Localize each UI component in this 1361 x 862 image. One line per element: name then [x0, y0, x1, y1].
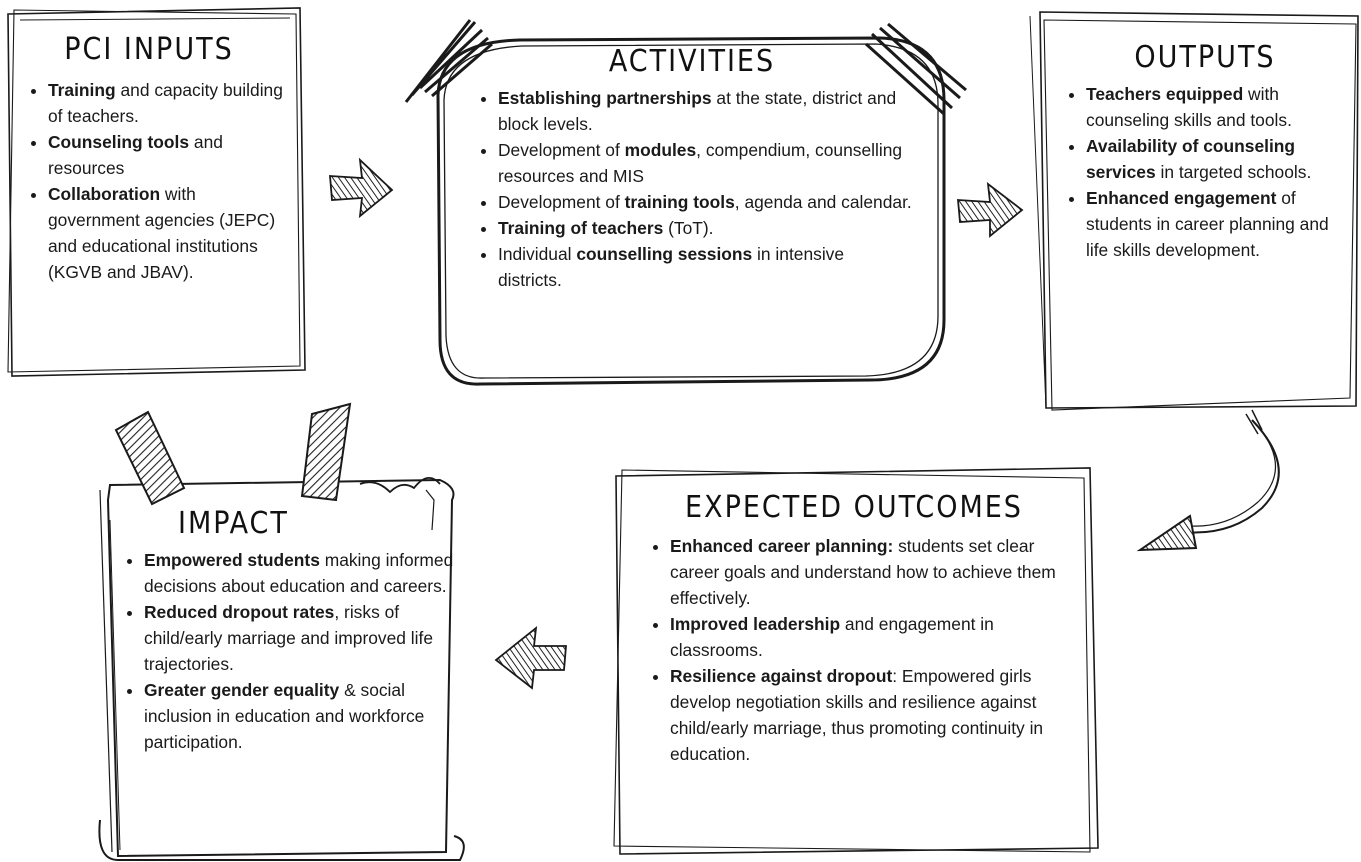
activities-scribbles	[404, 19, 967, 116]
inputs-list: Training and capacity building of teache…	[22, 77, 292, 285]
impact-box: IMPACT Empowered students making informe…	[118, 506, 456, 755]
list-item: Enhanced engagement of students in caree…	[1086, 185, 1350, 263]
outputs-title: OUTPUTS	[1134, 40, 1276, 75]
tape-right-icon	[300, 402, 352, 502]
list-item: Reduced dropout rates, risks of child/ea…	[144, 599, 456, 677]
outputs-list: Teachers equipped with counseling skills…	[1060, 81, 1350, 263]
impact-title: IMPACT	[178, 506, 289, 541]
outcomes-list: Enhanced career planning: students set c…	[644, 533, 1064, 767]
list-item: Establishing partnerships at the state, …	[498, 85, 912, 137]
inputs-box: PCI INPUTS Training and capacity buildin…	[22, 32, 292, 285]
list-item: Individual counselling sessions in inten…	[498, 241, 912, 293]
impact-list: Empowered students making informed decis…	[118, 547, 456, 755]
list-item: Development of training tools, agenda an…	[498, 189, 912, 215]
list-item: Empowered students making informed decis…	[144, 547, 456, 599]
impact-frame	[98, 477, 465, 861]
list-item: Training and capacity building of teache…	[48, 77, 292, 129]
outcomes-title: EXPECTED OUTCOMES	[685, 490, 1023, 525]
outcomes-box: EXPECTED OUTCOMES Enhanced career planni…	[644, 490, 1064, 767]
outputs-box: OUTPUTS Teachers equipped with counselin…	[1060, 40, 1350, 263]
arrow-right-icon-1	[329, 157, 394, 219]
activities-list: Establishing partnerships at the state, …	[472, 85, 912, 293]
list-item: Resilience against dropout: Empowered gi…	[670, 663, 1064, 767]
list-item: Improved leadership and engagement in cl…	[670, 611, 1064, 663]
list-item: Collaboration with government agencies (…	[48, 181, 292, 285]
tape-left-icon	[114, 410, 186, 506]
arrow-right-icon-2	[957, 182, 1024, 238]
list-item: Enhanced career planning: students set c…	[670, 533, 1064, 611]
activities-title: ACTIVITIES	[608, 44, 776, 79]
arrow-left-icon	[494, 625, 567, 690]
inputs-title: PCI INPUTS	[64, 32, 234, 67]
list-item: Greater gender equality & social inclusi…	[144, 677, 456, 755]
list-item: Availability of counseling services in t…	[1086, 133, 1350, 185]
list-item: Development of modules, compendium, coun…	[498, 137, 912, 189]
curved-arrow-icon	[1136, 409, 1280, 552]
outcomes-frame	[613, 467, 1099, 855]
list-item: Training of teachers (ToT).	[498, 215, 912, 241]
outputs-frame	[1029, 11, 1359, 411]
inputs-frame	[7, 7, 306, 377]
list-item: Counseling tools and resources	[48, 129, 292, 181]
activities-box: ACTIVITIES Establishing partnerships at …	[472, 44, 912, 293]
list-item: Teachers equipped with counseling skills…	[1086, 81, 1350, 133]
